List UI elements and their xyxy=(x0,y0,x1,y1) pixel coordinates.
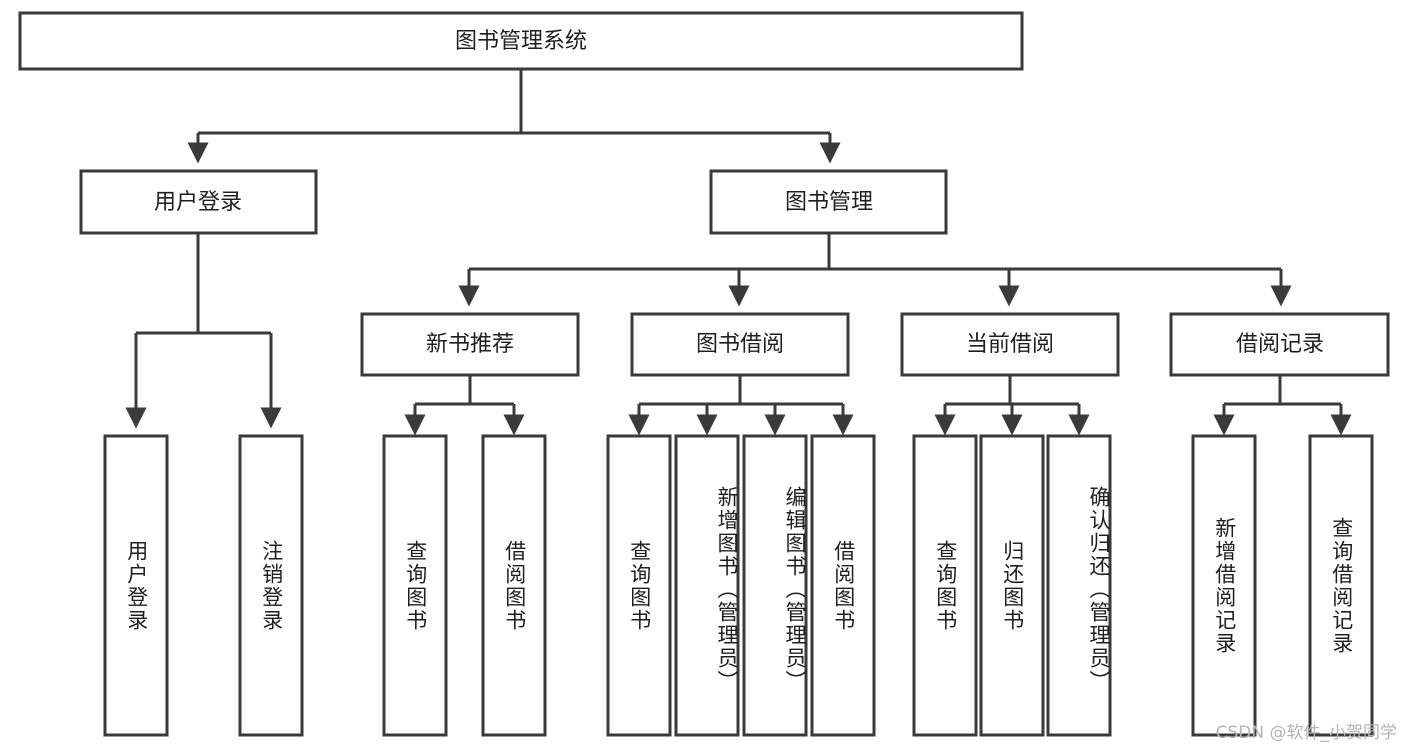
node-new-book-recommend-box[interactable] xyxy=(360,312,580,377)
leaf-box-query-record[interactable] xyxy=(1308,434,1374,737)
leaf-box-query-book-3[interactable] xyxy=(912,434,978,737)
connector-borrow-record-to-leaves xyxy=(1213,375,1352,436)
leaf-box-borrow-book-2[interactable] xyxy=(810,434,876,737)
connector-book-borrow-to-leaves xyxy=(628,375,854,436)
node-borrow-record[interactable]: 借阅记录 xyxy=(1169,312,1390,377)
node-book-management-label: 图书管理 xyxy=(785,190,873,215)
node-user-login[interactable]: 用户登录 xyxy=(79,169,318,235)
connector-current-borrow-to-leaves xyxy=(934,375,1090,436)
node-book-borrow-label: 图书借阅 xyxy=(696,332,784,357)
leaf-box-query-book-1[interactable] xyxy=(382,434,448,737)
watermark-text: CSDN @软件_小贺同学 xyxy=(1215,723,1397,743)
leaf-box-return-book[interactable] xyxy=(979,434,1045,737)
connector-user-login-to-leaves xyxy=(125,233,282,429)
node-borrow-record-label: 借阅记录 xyxy=(1236,332,1324,357)
node-root-label: 图书管理系统 xyxy=(455,29,587,54)
node-root[interactable]: 图书管理系统 xyxy=(18,11,1024,71)
connector-new-book-recommend-to-leaves xyxy=(404,375,525,436)
leaf-box-add-book[interactable] xyxy=(674,434,740,737)
node-user-login-box[interactable] xyxy=(79,169,318,235)
leaf-box-query-book-2[interactable] xyxy=(606,434,672,737)
node-current-borrow-label: 当前借阅 xyxy=(966,332,1054,357)
node-current-borrow-box[interactable] xyxy=(900,312,1120,377)
connector-root-to-level1 xyxy=(187,69,841,164)
leaf-box-edit-book[interactable] xyxy=(742,434,808,737)
connector-book-management-to-level2 xyxy=(458,233,1292,307)
node-new-book-recommend-label: 新书推荐 xyxy=(426,332,514,357)
node-root-box[interactable] xyxy=(18,11,1024,71)
node-user-login-label: 用户登录 xyxy=(154,190,242,215)
node-current-borrow[interactable]: 当前借阅 xyxy=(900,312,1120,377)
leaf-box-add-record[interactable] xyxy=(1191,434,1257,737)
leaf-box-confirm-return[interactable] xyxy=(1046,434,1112,737)
leaf-box-user-login[interactable] xyxy=(103,434,169,737)
leaf-box-borrow-book-1[interactable] xyxy=(481,434,547,737)
node-new-book-recommend[interactable]: 新书推荐 xyxy=(360,312,580,377)
node-book-management[interactable]: 图书管理 xyxy=(709,169,948,235)
leaf-box-logout[interactable] xyxy=(238,434,304,737)
node-book-borrow[interactable]: 图书借阅 xyxy=(630,312,850,377)
